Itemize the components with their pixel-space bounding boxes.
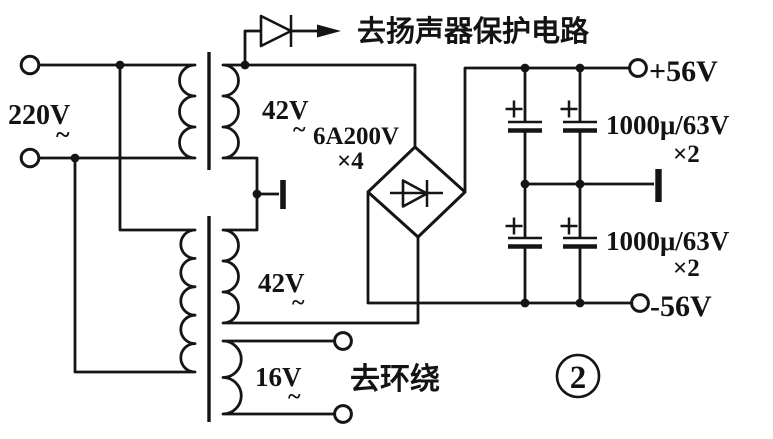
- ac-tilde: ~: [288, 384, 301, 410]
- junction-dot: [575, 298, 585, 308]
- junction-dot: [520, 298, 530, 308]
- primary-winding-lower: [73, 65, 197, 374]
- positive-rail: [463, 66, 629, 192]
- bridge-rectifier-diamond: [366, 145, 467, 239]
- surround-terminal-bottom: [333, 404, 353, 424]
- junction-dot: [70, 153, 80, 163]
- primary-winding-upper: [39, 63, 197, 160]
- plus-polarity-icon: [505, 100, 523, 118]
- cap-qty-top-label: ×2: [673, 141, 700, 168]
- ac-tilde: ~: [293, 117, 306, 143]
- bridge-diode-icon: [401, 179, 429, 208]
- surround-label: 去环绕: [350, 363, 440, 396]
- secondary-winding-16v: [221, 339, 334, 416]
- bridge-rating-label: 6A200V: [313, 123, 399, 150]
- mains-voltage-label: 220V: [8, 100, 70, 131]
- figure-badge-circle: [555, 353, 601, 399]
- speaker-protection-label: 去扬声器保护电路: [357, 15, 590, 48]
- negative-rail: [366, 192, 631, 305]
- figure-number: 2: [570, 360, 587, 396]
- winding-aux-label: 16V: [255, 362, 302, 392]
- bridge-qty-label: ×4: [337, 148, 364, 175]
- plus-polarity-icon: [560, 100, 578, 118]
- mains-terminal-top: [19, 54, 41, 76]
- ac-tilde: ~: [56, 120, 70, 149]
- diode-tap-wire: [243, 29, 261, 65]
- surround-terminal-top: [333, 331, 353, 351]
- plus-polarity-icon: [505, 217, 523, 235]
- arrow-right-icon: [317, 24, 341, 38]
- winding-top-label: 42V: [262, 95, 309, 125]
- negative-rail-label: -56V: [650, 290, 712, 323]
- ac-tilde: ~: [292, 290, 305, 316]
- cap-rating-top-label: 1000μ/63V: [606, 110, 730, 140]
- secondary-windings-42v: [221, 63, 420, 325]
- positive-output-terminal: [628, 58, 648, 78]
- negative-output-terminal: [630, 293, 650, 313]
- cap-rating-bottom-label: 1000μ/63V: [606, 226, 730, 256]
- junction-dot: [115, 60, 125, 70]
- mains-terminal-bottom: [19, 147, 41, 169]
- positive-rail-label: +56V: [649, 55, 718, 88]
- cap-qty-bottom-label: ×2: [673, 255, 700, 282]
- diode-icon: [259, 14, 293, 48]
- plus-polarity-icon: [560, 217, 578, 235]
- winding-bottom-label: 42V: [258, 268, 305, 298]
